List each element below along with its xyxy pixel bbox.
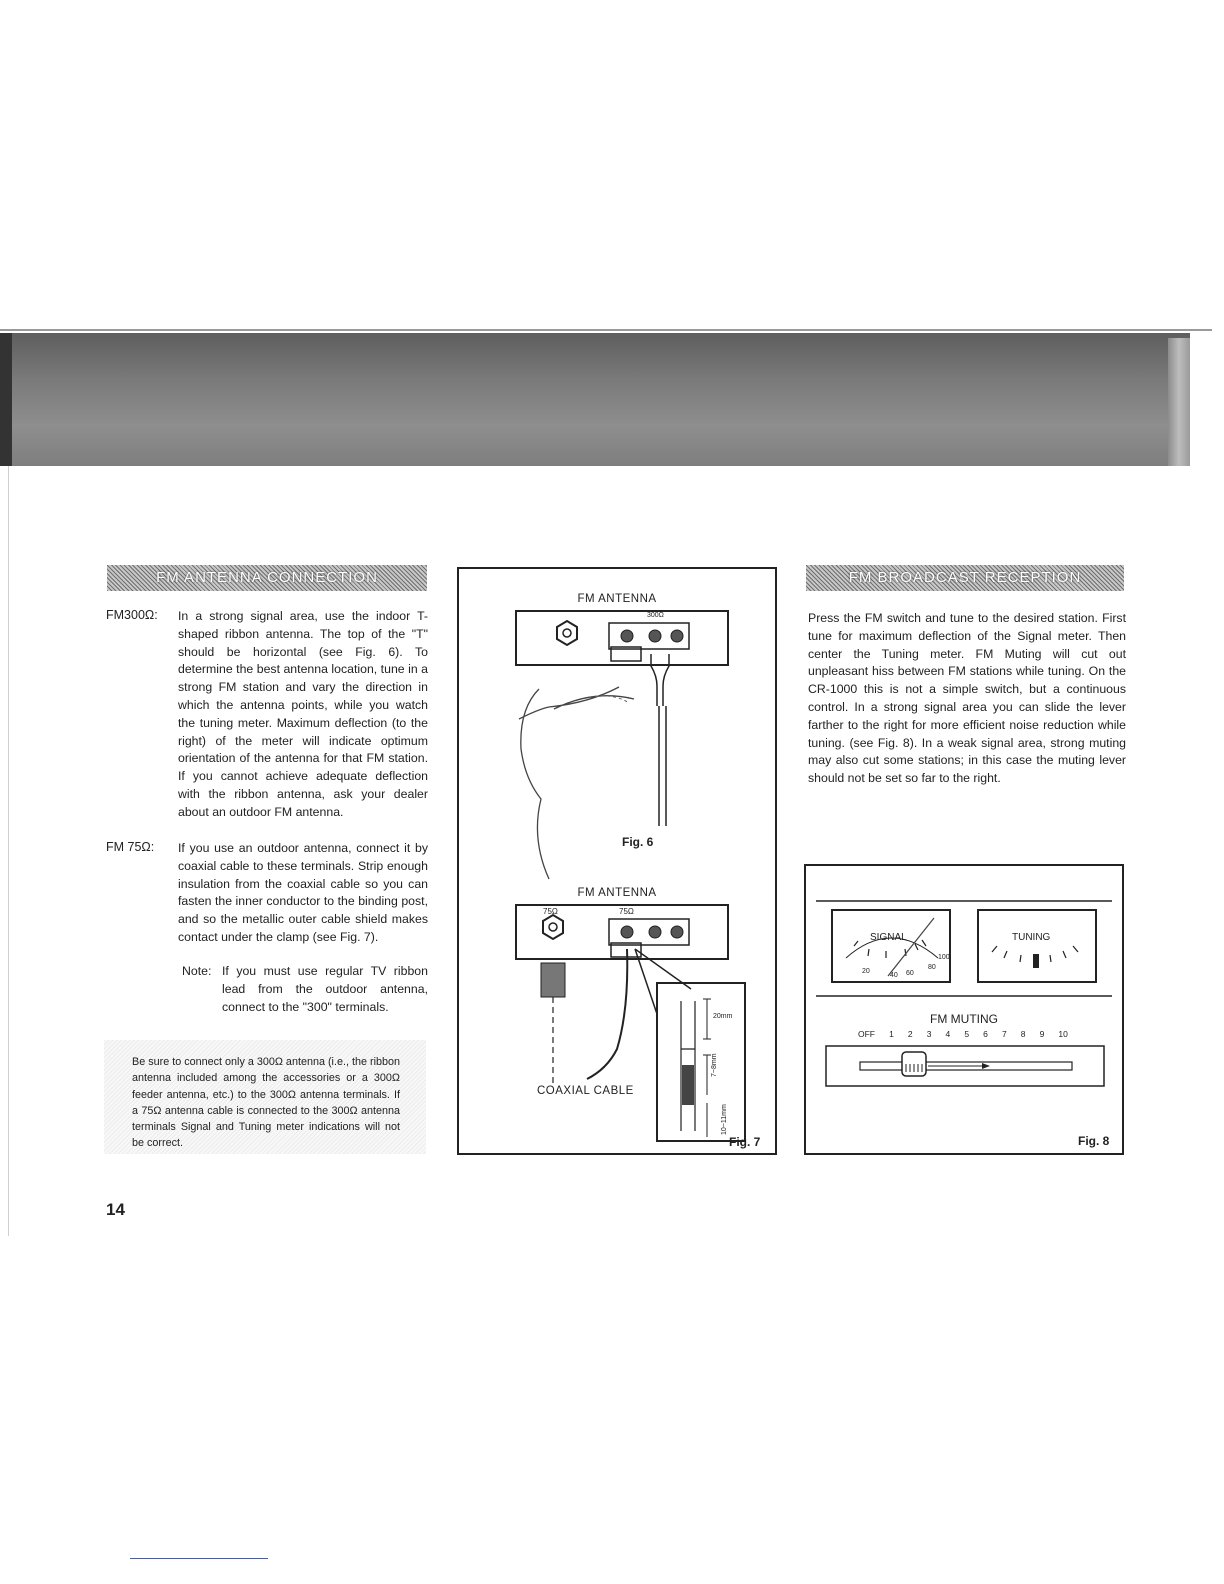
figure-panel-6-7: FM ANTENNA 300Ω Fig. 6 FM ANTENNA 75Ω 75…: [457, 567, 777, 1155]
antenna-connection-header: FM ANTENNA CONNECTION: [107, 565, 427, 591]
muting-scale-10: 10: [1058, 1029, 1068, 1039]
fig6-terminal-block: [608, 622, 690, 650]
fig7-caption: Fig. 7: [729, 1135, 761, 1149]
fig7-coax-jack: [542, 913, 564, 941]
muting-scale-off: OFF: [858, 1029, 875, 1039]
signal-scale-100: 100: [938, 954, 950, 961]
tuning-meter: [977, 909, 1097, 983]
signal-scale-40: 40: [890, 972, 898, 979]
term-fm75: FM 75Ω:: [106, 840, 155, 854]
muting-scale: OFF 1 2 3 4 5 6 7 8 9 10: [858, 1029, 1068, 1039]
muting-scale-5: 5: [964, 1029, 970, 1039]
fig7-rear-panel: [515, 904, 729, 960]
header-banner: [0, 333, 1190, 466]
fig8-caption: Fig. 8: [1078, 1134, 1110, 1148]
muting-scale-6: 6: [983, 1029, 988, 1039]
fig7-dim-20mm: 20mm: [713, 1013, 733, 1020]
fig6-caption: Fig. 6: [622, 835, 654, 849]
fm-muting-title: FM MUTING: [930, 1012, 998, 1026]
fig6-rear-panel: [515, 610, 729, 666]
fig7-f-connector: [540, 962, 566, 998]
fig7-title: FM ANTENNA: [577, 887, 657, 899]
fig6-person: [518, 686, 635, 880]
broadcast-reception-paragraph: Press the FM switch and tune to the desi…: [808, 611, 1126, 786]
term-fm300: FM300Ω:: [106, 608, 158, 622]
fig6-ribbon-lead: [658, 706, 667, 826]
banner-right-edge: [1168, 338, 1190, 466]
muting-slider-track: [825, 1045, 1105, 1087]
fig7-terminal-block: [608, 918, 690, 946]
signal-scale-60: 60: [906, 970, 914, 977]
fig8-illustration: [816, 900, 1112, 1087]
signal-meter: [831, 909, 951, 983]
signal-scale-80: 80: [928, 964, 936, 971]
signal-scale-20: 20: [862, 968, 870, 975]
fig6-coax-jack: [556, 619, 578, 647]
signal-needle: [887, 917, 935, 977]
fig7-detail-box: [656, 982, 746, 1142]
fm300-paragraph: In a strong signal area, use the indoor …: [178, 609, 428, 819]
muting-scale-1: 1: [889, 1029, 894, 1039]
muting-scale-3: 3: [926, 1029, 932, 1039]
fig7-label-75-left: 75Ω: [543, 907, 558, 916]
muting-scale-9: 9: [1039, 1029, 1045, 1039]
fig7-dim-10-11mm: 10~11mm: [721, 1104, 728, 1135]
note-label: Note:: [182, 964, 212, 978]
tuning-needle: [1033, 954, 1039, 968]
warning-box: Be sure to connect only a 300Ω antenna (…: [104, 1040, 426, 1154]
coaxial-cable-label: COAXIAL CABLE: [537, 1085, 634, 1097]
note-text: If you must use regular TV ribbon lead f…: [222, 964, 428, 1014]
muting-scale-2: 2: [907, 1029, 913, 1039]
tuning-label: TUNING: [1012, 932, 1051, 943]
footer-line: [130, 1558, 268, 1559]
signal-label: SIGNAL: [870, 932, 907, 943]
warning-text: Be sure to connect only a 300Ω antenna (…: [132, 1056, 400, 1150]
broadcast-reception-header: FM BROADCAST RECEPTION: [806, 565, 1124, 591]
muting-scale-4: 4: [945, 1029, 951, 1039]
muting-scale-8: 8: [1020, 1029, 1026, 1039]
muting-scale-7: 7: [1001, 1029, 1007, 1039]
top-rule: [0, 329, 1212, 331]
fm75-paragraph: If you use an outdoor antenna, connect i…: [178, 841, 428, 944]
fig6-terminal-label: 300Ω: [647, 612, 664, 619]
fig7-coax-cable: [586, 948, 629, 1080]
figure-panel-8: SIGNAL TUNING 20 40 60 80 100 FM MUTING …: [804, 864, 1124, 1155]
fig6-fig7-illustration: [515, 610, 746, 1142]
fig6-clamp: [610, 646, 642, 662]
binding-mark: [8, 466, 9, 1236]
fig7-label-75-right: 75Ω: [619, 907, 634, 916]
page-number: 14: [106, 1200, 125, 1219]
banner-left-edge: [0, 333, 12, 466]
fig7-dim-7-8mm: 7~8mm: [711, 1053, 718, 1077]
fig6-title: FM ANTENNA: [577, 593, 657, 605]
